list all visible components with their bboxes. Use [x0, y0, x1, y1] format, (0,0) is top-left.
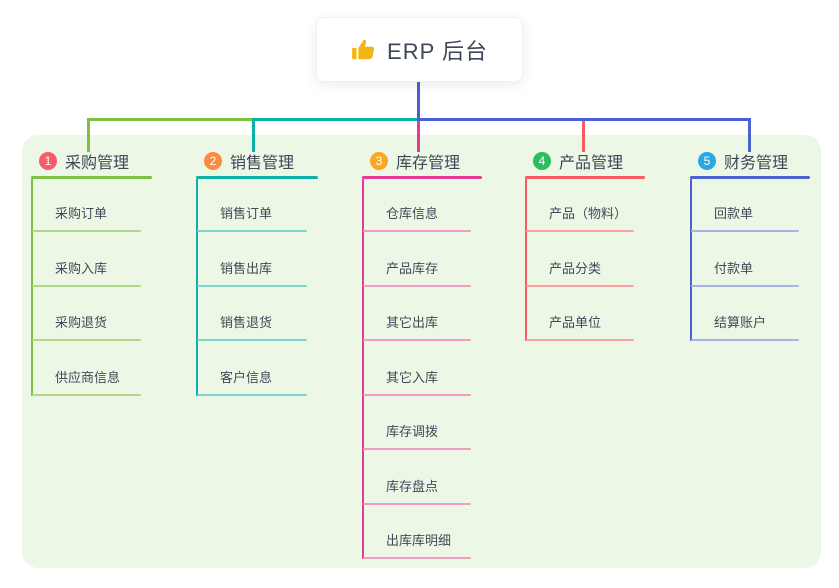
branch-number-badge: 3: [370, 152, 388, 170]
branch-item[interactable]: 产品分类: [549, 261, 602, 276]
branch-item[interactable]: 产品（物料）: [549, 206, 628, 221]
item-underline: [32, 339, 141, 341]
branch-item[interactable]: 销售订单: [220, 206, 273, 221]
item-underline: [691, 339, 799, 341]
item-underline: [526, 339, 634, 341]
branch-drop-line: [252, 118, 255, 152]
branch-item[interactable]: 仓库信息: [386, 206, 439, 221]
item-underline: [363, 557, 471, 559]
branch-underline: [690, 176, 810, 179]
branch-number-badge: 2: [204, 152, 222, 170]
branch-underline: [362, 176, 482, 179]
branch-item[interactable]: 库存调拨: [386, 424, 439, 439]
branch-underline: [31, 176, 152, 179]
branch-title: 财务管理: [724, 155, 789, 172]
branch-number-badge: 1: [39, 152, 57, 170]
item-underline: [197, 394, 307, 396]
bus-segment-line: [87, 118, 252, 121]
item-underline: [32, 394, 141, 396]
branch-title: 库存管理: [396, 155, 461, 172]
bus-segment-line: [252, 118, 417, 121]
branch-item[interactable]: 产品库存: [386, 261, 439, 276]
branch-item[interactable]: 回款单: [714, 206, 754, 221]
branch-header[interactable]: 3 库存管理: [370, 149, 460, 173]
branch-item[interactable]: 采购退货: [55, 315, 108, 330]
branch-item[interactable]: 出库库明细: [386, 533, 452, 548]
branch-header[interactable]: 5 财务管理: [698, 149, 788, 173]
branch-item[interactable]: 其它入库: [386, 370, 439, 385]
bus-segment-line: [417, 118, 751, 121]
branch-title: 产品管理: [559, 155, 624, 172]
branch-spine-line: [196, 179, 198, 396]
root-connector-line: [417, 82, 420, 121]
branch-item[interactable]: 采购入库: [55, 261, 108, 276]
branch-title: 采购管理: [65, 155, 130, 172]
item-underline: [691, 285, 799, 287]
item-underline: [197, 339, 307, 341]
branch-spine-line: [362, 179, 364, 559]
thumbs-up-icon: [352, 39, 375, 59]
branches-panel: [22, 135, 821, 568]
branch-item[interactable]: 产品单位: [549, 315, 602, 330]
branch-underline: [196, 176, 318, 179]
branch-drop-line: [417, 118, 420, 152]
item-underline: [197, 285, 307, 287]
item-underline: [363, 448, 471, 450]
branch-item[interactable]: 结算账户: [714, 315, 767, 330]
item-underline: [526, 285, 634, 287]
root-node[interactable]: ERP 后台: [316, 17, 523, 82]
item-underline: [197, 230, 307, 232]
item-underline: [32, 230, 141, 232]
branch-number-badge: 4: [533, 152, 551, 170]
branch-spine-line: [525, 179, 527, 341]
branch-drop-line: [582, 118, 585, 152]
branch-drop-line: [748, 118, 751, 152]
branch-item[interactable]: 库存盘点: [386, 479, 439, 494]
item-underline: [691, 230, 799, 232]
branch-number-badge: 5: [698, 152, 716, 170]
branch-item[interactable]: 其它出库: [386, 315, 439, 330]
item-underline: [363, 394, 471, 396]
item-underline: [526, 230, 634, 232]
branch-spine-line: [31, 179, 33, 396]
item-underline: [363, 230, 471, 232]
item-underline: [363, 339, 471, 341]
branch-item[interactable]: 采购订单: [55, 206, 108, 221]
branch-header[interactable]: 4 产品管理: [533, 149, 623, 173]
item-underline: [363, 503, 471, 505]
branch-item[interactable]: 销售退货: [220, 315, 273, 330]
branch-drop-line: [87, 118, 90, 152]
root-node-title: ERP 后台: [387, 38, 488, 64]
item-underline: [32, 285, 141, 287]
branch-spine-line: [690, 179, 692, 341]
item-underline: [363, 285, 471, 287]
branch-item[interactable]: 供应商信息: [55, 370, 121, 385]
branch-item[interactable]: 付款单: [714, 261, 754, 276]
branch-underline: [525, 176, 645, 179]
branch-item[interactable]: 客户信息: [220, 370, 273, 385]
branch-header[interactable]: 1 采购管理: [39, 149, 129, 173]
branch-title: 销售管理: [230, 155, 295, 172]
branch-item[interactable]: 销售出库: [220, 261, 273, 276]
branch-header[interactable]: 2 销售管理: [204, 149, 294, 173]
